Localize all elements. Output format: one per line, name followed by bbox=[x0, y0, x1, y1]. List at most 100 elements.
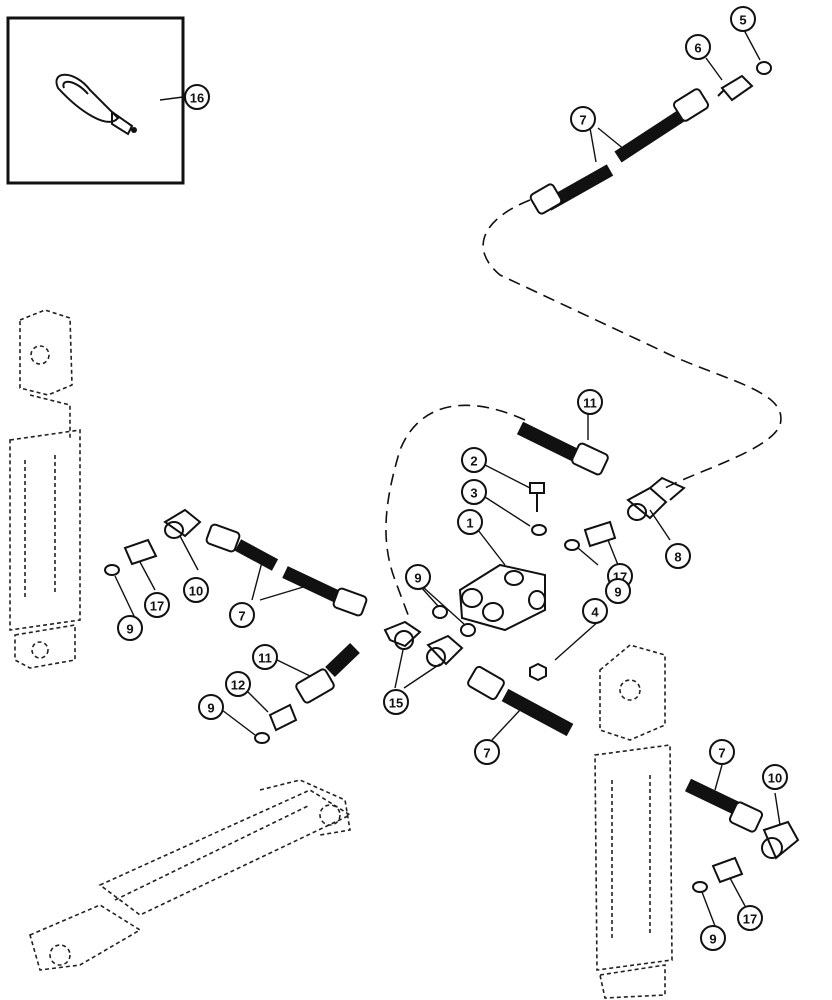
callout-number: 3 bbox=[470, 486, 477, 501]
callout-c16: 16 bbox=[184, 84, 210, 110]
callout-circle bbox=[737, 905, 763, 931]
callout-circle bbox=[117, 615, 143, 641]
callout-circle bbox=[685, 34, 711, 60]
callout-c6: 6 bbox=[685, 34, 711, 60]
callout-number: 6 bbox=[694, 41, 701, 56]
hose-11-upper bbox=[516, 421, 609, 476]
valve-block bbox=[458, 563, 546, 632]
callout-number: 10 bbox=[189, 584, 203, 599]
callout-number: 9 bbox=[207, 701, 214, 716]
callout-number: 8 bbox=[674, 550, 681, 565]
callout-c10a: 10 bbox=[183, 577, 209, 603]
callout-number: 11 bbox=[258, 651, 272, 666]
callout-c10b: 10 bbox=[762, 764, 788, 790]
washer bbox=[531, 524, 547, 536]
callout-number: 10 bbox=[768, 771, 782, 786]
callout-number: 7 bbox=[483, 746, 490, 761]
callout-number: 9 bbox=[126, 622, 133, 637]
callout-number: 11 bbox=[583, 396, 597, 411]
hose-11-lower bbox=[295, 642, 360, 704]
callout-number: 7 bbox=[579, 113, 586, 128]
strap-clamp-icon bbox=[55, 73, 137, 136]
leader-lines bbox=[114, 29, 781, 927]
callout-c9c: 9 bbox=[117, 615, 143, 641]
upper-hose bbox=[529, 88, 710, 215]
nut bbox=[529, 662, 547, 682]
callout-number: 16 bbox=[190, 91, 204, 106]
callout-c9b: 9 bbox=[605, 578, 631, 604]
inset-box-strap bbox=[6, 16, 185, 185]
callout-number: 9 bbox=[614, 585, 621, 600]
bottom-cylinder-outline bbox=[29, 779, 352, 971]
callout-c2: 2 bbox=[461, 447, 487, 473]
callout-number: 12 bbox=[231, 678, 245, 693]
hose-route-upper bbox=[482, 199, 782, 489]
callout-circle bbox=[405, 564, 431, 590]
upper-adapter-fitting bbox=[717, 74, 754, 102]
callout-number: 1 bbox=[466, 516, 473, 531]
callout-circle bbox=[582, 598, 608, 624]
elbow-fitting-left bbox=[163, 508, 202, 539]
callout-c15: 15 bbox=[383, 689, 409, 715]
callout-circle bbox=[383, 689, 409, 715]
right-hose bbox=[684, 778, 764, 833]
callout-number: 4 bbox=[591, 605, 599, 620]
callout-circle bbox=[570, 106, 596, 132]
callout-c4: 4 bbox=[582, 598, 608, 624]
elbow-fittings-center bbox=[383, 620, 464, 667]
left-cylinder-outline bbox=[9, 309, 81, 669]
callout-c7b: 7 bbox=[229, 602, 255, 628]
callout-number: 17 bbox=[743, 912, 757, 927]
elbow-fitting-right bbox=[761, 820, 800, 860]
o-ring-center-2 bbox=[460, 623, 476, 637]
callout-circle bbox=[730, 6, 756, 32]
callout-c5: 5 bbox=[730, 6, 756, 32]
callout-circle bbox=[474, 739, 500, 765]
callout-c11a: 11 bbox=[577, 389, 603, 415]
callout-c17c: 17 bbox=[737, 905, 763, 931]
callout-circle bbox=[461, 479, 487, 505]
callout-c3: 3 bbox=[461, 479, 487, 505]
callout-circle bbox=[457, 509, 483, 535]
upper-o-ring bbox=[756, 61, 772, 75]
callout-number: 2 bbox=[470, 454, 477, 469]
callout-circle bbox=[252, 644, 278, 670]
callout-circle bbox=[709, 739, 735, 765]
callout-c8: 8 bbox=[665, 543, 691, 569]
callout-c9d: 9 bbox=[198, 694, 224, 720]
callout-number: 7 bbox=[718, 746, 725, 761]
callout-number: 17 bbox=[150, 599, 164, 614]
bolt bbox=[529, 482, 545, 512]
callout-circle bbox=[461, 447, 487, 473]
callout-c7a: 7 bbox=[570, 106, 596, 132]
callout-circle bbox=[184, 84, 210, 110]
callout-number: 9 bbox=[414, 571, 421, 586]
lower-center-hose bbox=[467, 665, 574, 737]
tee-fitting bbox=[626, 476, 686, 521]
callout-circle bbox=[183, 577, 209, 603]
callout-circle bbox=[605, 578, 631, 604]
callout-circle bbox=[198, 694, 224, 720]
callout-circle bbox=[144, 592, 170, 618]
o-ring-lower-right bbox=[692, 881, 708, 893]
callout-circle bbox=[700, 925, 726, 951]
o-ring-right bbox=[564, 539, 580, 551]
callout-c17b: 17 bbox=[144, 592, 170, 618]
callout-circle bbox=[229, 602, 255, 628]
adapter-fitting-left bbox=[123, 538, 158, 566]
callout-c9e: 9 bbox=[700, 925, 726, 951]
o-ring-left bbox=[104, 564, 120, 576]
callout-number: 7 bbox=[238, 609, 245, 624]
callout-circle bbox=[762, 764, 788, 790]
callout-c11b: 11 bbox=[252, 644, 278, 670]
o-ring-center-1 bbox=[432, 605, 448, 619]
adapter-fitting-right bbox=[583, 520, 617, 548]
o-ring-lower-left bbox=[254, 732, 270, 744]
callout-c12: 12 bbox=[225, 671, 251, 697]
adapter-fitting-lower-left bbox=[268, 703, 298, 732]
callout-number: 9 bbox=[709, 932, 716, 947]
callout-c1: 1 bbox=[457, 509, 483, 535]
callout-number: 5 bbox=[739, 13, 746, 28]
